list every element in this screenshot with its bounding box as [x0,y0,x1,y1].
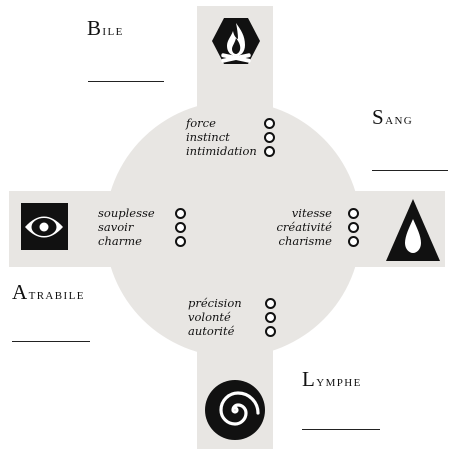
stat-row: souplesse [98,206,186,220]
stat-row: instinct [186,130,275,144]
stat-row: vitesse [262,206,359,220]
stats-lymphe: précision volonté autorité [188,296,276,338]
stat-label: créativité [276,220,332,234]
stat-dot[interactable] [265,297,276,309]
stats-atrabile: souplesse savoir charme [98,206,186,248]
stat-dot[interactable] [348,235,359,247]
stat-dot[interactable] [175,221,186,233]
stats-bile: force instinct intimidation [186,116,275,158]
stat-label: intimidation [186,144,257,158]
stat-label: autorité [188,324,235,338]
spiral-icon [205,380,265,440]
stat-row: charme [98,234,186,248]
stat-dot[interactable] [348,207,359,219]
stat-dot[interactable] [265,311,276,323]
stat-row: intimidation [186,144,275,158]
blank-line-bile[interactable] [88,81,164,82]
stat-label: instinct [186,130,230,144]
stat-dot[interactable] [264,117,275,129]
stat-dot[interactable] [348,221,359,233]
stat-dot[interactable] [175,235,186,247]
stat-row: précision [188,296,276,310]
fire-icon [212,18,260,64]
stat-dot[interactable] [264,131,275,143]
blank-line-atrabile[interactable] [12,341,90,342]
stat-row: autorité [188,324,276,338]
stat-label: vitesse [291,206,332,220]
title-atrabile: Atrabile [12,280,85,304]
stat-label: charisme [278,234,333,248]
stat-row: savoir [98,220,186,234]
stat-dot[interactable] [264,145,275,157]
stat-label: précision [188,296,242,310]
stat-dot[interactable] [175,207,186,219]
stat-label: volonté [188,310,231,324]
eye-icon [21,203,68,250]
stat-label: force [186,116,216,130]
title-lymphe: Lymphe [302,367,362,391]
stat-row: volonté [188,310,276,324]
blank-line-lymphe[interactable] [302,429,380,430]
stat-label: charme [98,234,142,248]
stat-row: force [186,116,275,130]
stat-label: savoir [98,220,134,234]
stat-row: créativité [262,220,359,234]
stats-sang: vitesse créativité charisme [262,206,359,248]
blank-line-sang[interactable] [372,170,448,171]
title-bile: Bile [87,16,124,40]
water-drop-icon [386,199,440,261]
title-sang: Sang [372,105,414,129]
stat-row: charisme [262,234,359,248]
stat-dot[interactable] [265,325,276,337]
stat-label: souplesse [98,206,155,220]
